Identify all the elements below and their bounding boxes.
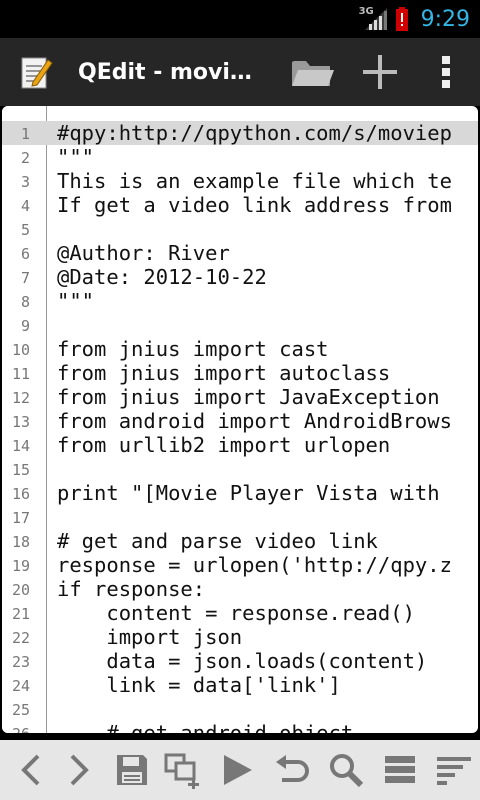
code-text: content = response.read() (57, 601, 415, 625)
play-icon[interactable] (212, 740, 264, 800)
line-number: 3 (20, 173, 30, 191)
line-number: 1 (20, 125, 30, 143)
code-text: print "[Movie Player Vista with (57, 481, 440, 505)
line-number-gutter (2, 106, 47, 733)
line-number: 22 (11, 629, 30, 647)
save-as-icon[interactable] (158, 740, 210, 800)
code-text: #qpy:http://qpython.com/s/moviep (57, 121, 452, 145)
line-number: 25 (11, 701, 30, 719)
code-lines: 1 #qpy:http://qpython.com/s/moviep 2 """ 3 Th… (2, 121, 478, 733)
line-number: 4 (20, 197, 30, 215)
code-line[interactable]: 11 from jnius import autoclass (2, 361, 478, 385)
line-number: 8 (20, 293, 30, 311)
line-number: 5 (20, 221, 30, 239)
code-text: # get android object (57, 721, 354, 733)
line-number: 15 (11, 461, 30, 479)
code-text: from android import AndroidBrows (57, 409, 452, 433)
status-icons: 3G 9:29 (358, 4, 470, 34)
undo-icon[interactable] (266, 740, 318, 800)
line-number: 14 (11, 437, 30, 455)
clock: 9:29 (420, 6, 470, 32)
code-text: """ (57, 145, 95, 169)
code-line[interactable]: 15 (2, 457, 478, 481)
code-text: data = json.loads(content) (57, 649, 428, 673)
line-number: 2 (20, 149, 30, 167)
line-number: 10 (11, 341, 30, 359)
line-number: 26 (2, 725, 30, 733)
code-line[interactable]: 5 (2, 217, 478, 241)
line-number: 6 (20, 245, 30, 263)
search-icon[interactable] (320, 740, 372, 800)
line-number: 18 (11, 533, 30, 551)
line-number: 23 (11, 653, 30, 671)
code-editor[interactable]: 1 #qpy:http://qpython.com/s/moviep 2 """ 3 Th… (2, 106, 478, 733)
line-number: 24 (11, 677, 30, 695)
code-line[interactable]: 20 if response: (2, 577, 478, 601)
code-text: """ (57, 289, 95, 313)
indent-icon[interactable] (428, 740, 480, 800)
code-text: @Date: 2012-10-22 (57, 265, 267, 289)
code-text: from jnius import autoclass (57, 361, 391, 385)
line-number: 21 (11, 605, 30, 623)
code-line[interactable]: 23 data = json.loads(content) (2, 649, 478, 673)
code-line[interactable]: 7 @Date: 2012-10-22 (2, 265, 478, 289)
code-text: if response: (57, 577, 206, 601)
code-text: from jnius import cast (57, 337, 329, 361)
code-line[interactable]: 1 #qpy:http://qpython.com/s/moviep (2, 121, 478, 145)
code-line[interactable]: 25 (2, 697, 478, 721)
code-text: link = data['link'] (57, 673, 341, 697)
code-line[interactable]: 16 print "[Movie Player Vista with (2, 481, 478, 505)
code-line[interactable]: 2 """ (2, 145, 478, 169)
code-line[interactable]: 24 link = data['link'] (2, 673, 478, 697)
line-number: 13 (11, 413, 30, 431)
code-text: from jnius import JavaException (57, 385, 440, 409)
code-line[interactable]: 21 content = response.read() (2, 601, 478, 625)
status-bar: 3G 9:29 (0, 0, 480, 38)
code-text: @Author: River (57, 241, 230, 265)
code-line[interactable]: 10 from jnius import cast (2, 337, 478, 361)
code-text: This is an example file which te (57, 169, 452, 193)
app-title: QEdit - moviep… (78, 59, 258, 85)
line-number: 11 (11, 365, 30, 383)
chevron-left-icon[interactable] (4, 740, 56, 800)
code-line[interactable]: 17 (2, 505, 478, 529)
list-icon[interactable] (374, 740, 426, 800)
save-icon[interactable] (106, 740, 158, 800)
code-line[interactable]: 13 from android import AndroidBrows (2, 409, 478, 433)
chevron-right-icon[interactable] (54, 740, 106, 800)
folder-icon[interactable] (284, 38, 340, 106)
code-text: from urllib2 import urlopen (57, 433, 391, 457)
line-number: 9 (20, 317, 30, 335)
network-type-label: 3G (358, 6, 374, 17)
code-line[interactable]: 12 from jnius import JavaException (2, 385, 478, 409)
action-bar: QEdit - moviep… (0, 38, 480, 106)
line-number: 17 (11, 509, 30, 527)
code-line[interactable]: 26 # get android object (2, 721, 478, 733)
code-text: import json (57, 625, 243, 649)
code-line[interactable]: 22 import json (2, 625, 478, 649)
line-number: 7 (20, 269, 30, 287)
code-text: # get and parse video link (57, 529, 378, 553)
code-line[interactable]: 8 """ (2, 289, 478, 313)
bottom-toolbar (0, 740, 480, 800)
notepad-icon[interactable] (14, 50, 58, 94)
code-line[interactable]: 3 This is an example file which te (2, 169, 478, 193)
plus-icon[interactable] (352, 38, 408, 106)
line-number: 12 (11, 389, 30, 407)
code-line[interactable]: 6 @Author: River (2, 241, 478, 265)
code-line[interactable]: 4 If get a video link address from (2, 193, 478, 217)
line-number: 16 (11, 485, 30, 503)
overflow-menu-icon[interactable] (424, 38, 468, 106)
line-number: 20 (11, 581, 30, 599)
code-text: response = urlopen('http://qpy.z (57, 553, 452, 577)
code-line[interactable]: 9 (2, 313, 478, 337)
line-number: 19 (11, 557, 30, 575)
battery-alert-icon (395, 7, 409, 31)
code-text: If get a video link address from (57, 193, 452, 217)
code-line[interactable]: 14 from urllib2 import urlopen (2, 433, 478, 457)
code-line[interactable]: 19 response = urlopen('http://qpy.z (2, 553, 478, 577)
code-line[interactable]: 18 # get and parse video link (2, 529, 478, 553)
signal-icon: 3G (358, 6, 389, 32)
